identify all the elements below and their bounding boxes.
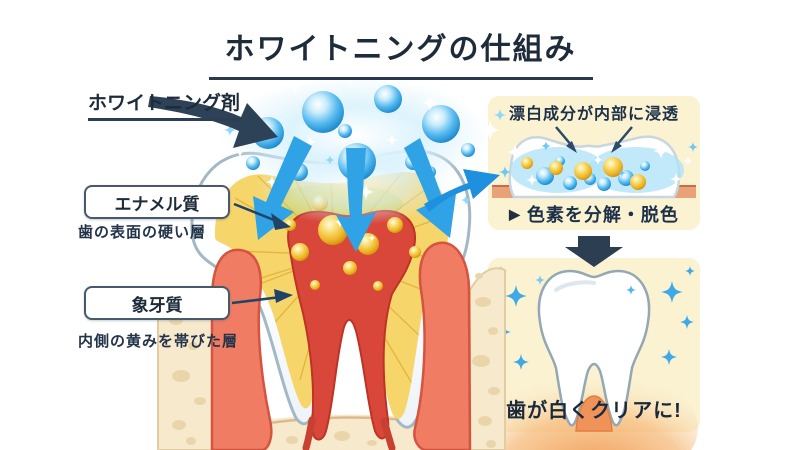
- enamel-pointer-arrow: [233, 202, 291, 230]
- page-title: ホワイトニングの仕組み: [208, 24, 593, 80]
- dentin-description: 内側の黄みを帯びた層: [78, 333, 239, 350]
- tooth-cross-section-illustration: [148, 63, 506, 450]
- bone-spots: [168, 273, 500, 448]
- panel-link-arrow-icon: [424, 169, 500, 212]
- surface-closeup-illustration: [492, 126, 698, 199]
- decompose-line: ▶ 色素を分解・脱色: [488, 201, 700, 227]
- decompose-text: 色素を分解・脱色: [526, 205, 679, 225]
- penetrate-arrows-icon: [253, 136, 456, 252]
- triangle-bullet-icon: ▶: [509, 206, 521, 222]
- agent-arrow-icon: [148, 96, 278, 148]
- white-tooth-illustration: [490, 266, 698, 450]
- dentin-label-box: 象牙質: [84, 286, 230, 320]
- dentin-pointer-arrow: [231, 289, 293, 305]
- penetration-arrows-icon: [555, 126, 633, 153]
- result-caption: 歯が白くクリアに!: [506, 400, 682, 422]
- whitening-bubbles-closeup: [521, 156, 650, 191]
- penetration-caption: 漂白成分が内部に浸透: [508, 106, 679, 123]
- enamel-description: 歯の表面の硬い層: [78, 224, 207, 241]
- enamel-label-box: エナメル質: [84, 185, 230, 219]
- down-arrow-icon: [565, 236, 623, 267]
- whitening-agent-label: ホワイトニング剤: [88, 88, 241, 121]
